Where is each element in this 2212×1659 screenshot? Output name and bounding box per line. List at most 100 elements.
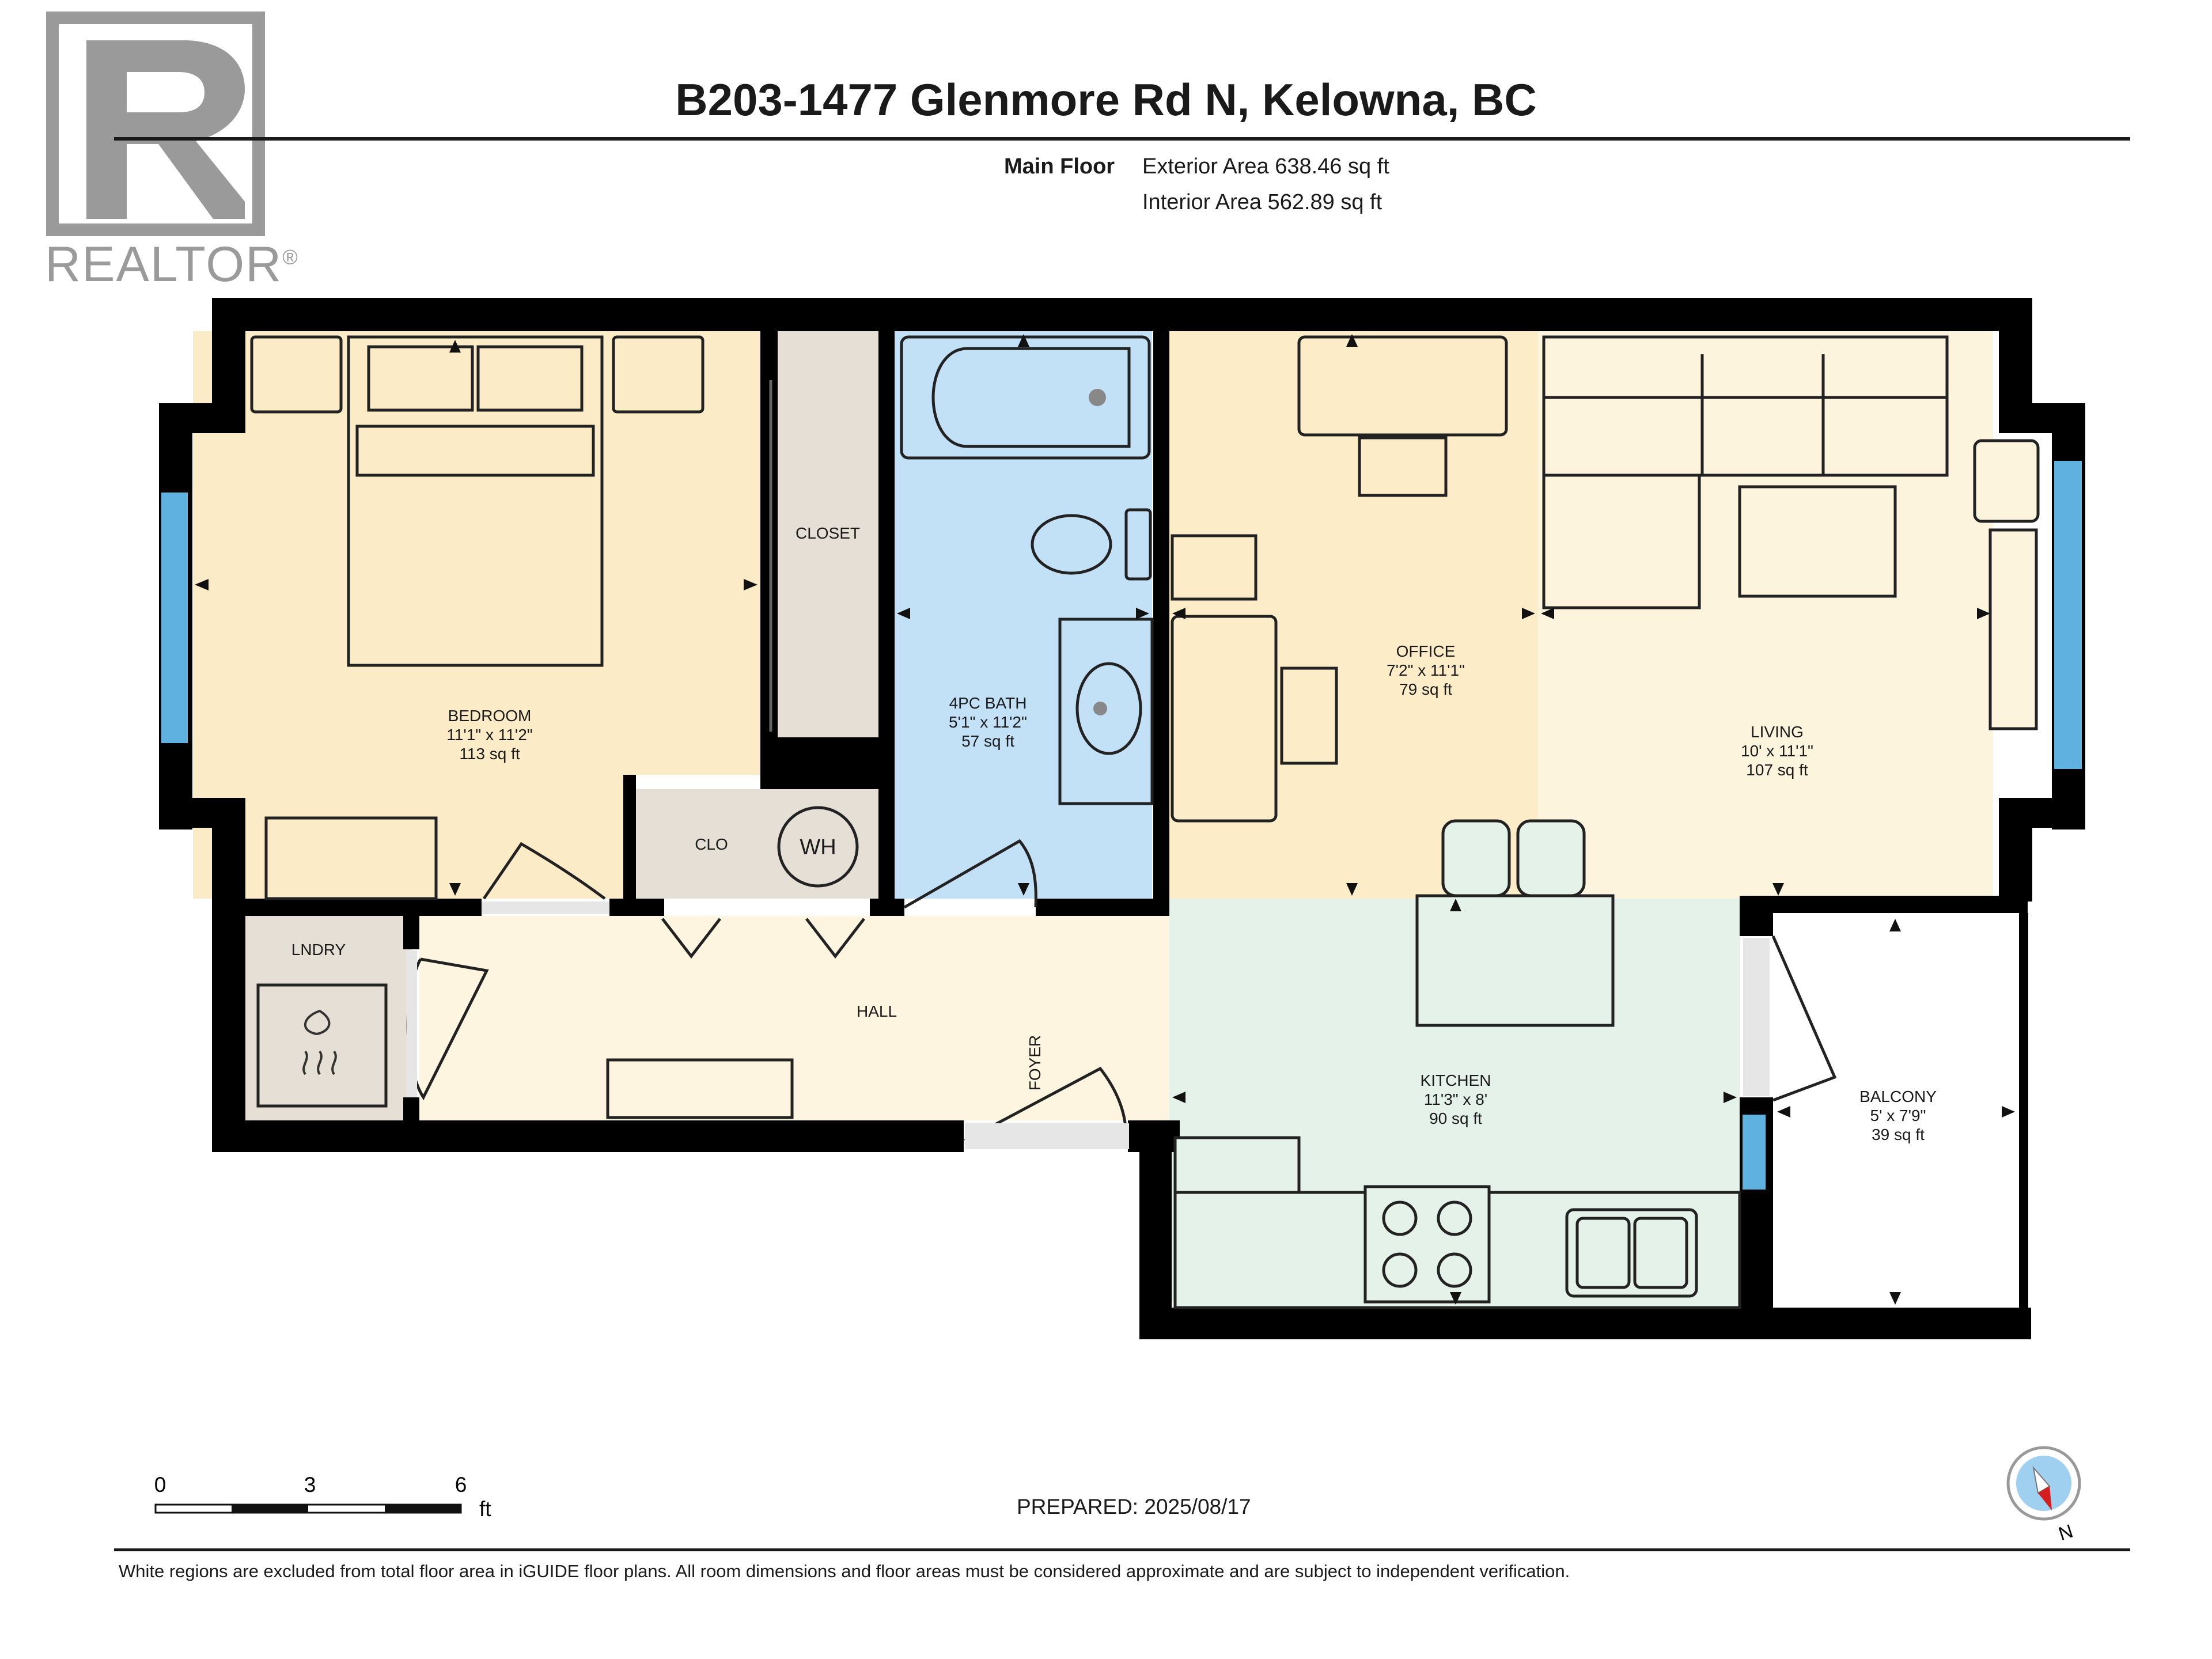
scale-unit: ft [479, 1497, 491, 1521]
balcony-fill [1771, 916, 2025, 1308]
tub-basin [931, 347, 1131, 448]
water-heater-label: WH [800, 835, 836, 859]
hall-fill [419, 916, 1169, 1120]
desk-chair-top [1358, 436, 1448, 497]
side-table [1973, 439, 2040, 523]
balcony-dims: 5' x 7'9" [1870, 1107, 1926, 1124]
wall-left-lower [212, 798, 245, 1150]
prepared-date: PREPARED: 2025/08/17 [1017, 1495, 1251, 1518]
sink [1075, 662, 1142, 755]
desk-left [1171, 615, 1278, 823]
wall-balcony-right [2019, 913, 2028, 1310]
sink-drain [1093, 702, 1107, 715]
wall-clo-bottom [870, 899, 904, 916]
laundry-icon [302, 1009, 337, 1075]
page-title: B203-1477 Glenmore Rd N, Kelowna, BC [675, 74, 1537, 125]
wall-clo-left [623, 775, 636, 907]
clo-door [661, 918, 865, 959]
armchair [1542, 474, 1701, 609]
wall-closet-bath [878, 331, 895, 907]
compass-label: N [2056, 1520, 2075, 1545]
dimension-arrows [195, 334, 2015, 1305]
dresser [264, 816, 438, 900]
bedroom-dims: 11'1" x 11'2" [446, 726, 532, 744]
window-living [2054, 461, 2082, 769]
stove [1363, 1185, 1491, 1304]
office-dims: 7'2" x 11'1" [1387, 661, 1465, 679]
living-area: 107 sq ft [1746, 761, 1808, 779]
interior-area: Interior Area 562.89 sq ft [1142, 190, 1382, 214]
exterior-area: Exterior Area 638.46 sq ft [1142, 154, 1389, 179]
wall-bottom-left [212, 1120, 964, 1152]
water-heater [777, 806, 859, 888]
kitchen-island [1415, 894, 1615, 1027]
toilet-tank [1124, 508, 1152, 581]
pillow-left [367, 345, 474, 412]
wall-bath-bottom [1036, 899, 1169, 916]
wall-living-balcony [1740, 896, 2028, 913]
nightstand-left [250, 335, 343, 414]
closet-fill [778, 331, 878, 737]
scale-tick-6: 6 [455, 1473, 467, 1497]
tub-drain [1089, 389, 1106, 406]
office-name: OFFICE [1396, 642, 1456, 660]
balcony-area: 39 sq ft [1872, 1126, 1925, 1143]
living-name: LIVING [1751, 723, 1804, 741]
coffee-table [1738, 485, 1897, 598]
window-bedroom [161, 493, 188, 743]
scale-tick-0: 0 [154, 1473, 166, 1497]
desk-top [1297, 335, 1508, 437]
balcony-name: BALCONY [1859, 1088, 1937, 1105]
kitchen-sink [1565, 1208, 1698, 1298]
wall-laundry-right2 [403, 1097, 419, 1123]
kitchen-dims: 11'3" x 8' [1424, 1090, 1487, 1108]
wall-kitchen-left [1139, 1120, 1172, 1339]
foyer-name: FOYER [1026, 1035, 1044, 1090]
realtor-logo [46, 12, 265, 288]
balcony-door [1771, 935, 1837, 1102]
realtor-wordmark: REALTOR® [45, 237, 299, 292]
pillow-right [476, 345, 584, 412]
bed-fold [355, 425, 595, 477]
wall-bath-office [1153, 331, 1169, 907]
nightstand-right [612, 335, 704, 414]
wall-bedroom-closet [760, 331, 778, 778]
wall-top [212, 298, 2032, 331]
scale-bar: 0 3 6 ft [154, 1473, 492, 1521]
sofa [1542, 335, 1949, 477]
bedroom-name: BEDROOM [448, 707, 532, 725]
wall-right-upper [1999, 298, 2032, 407]
scale-tick-3: 3 [304, 1473, 316, 1497]
wall-right-lower [1999, 798, 2032, 902]
office-shelf [1171, 534, 1257, 601]
wall-left-upper [212, 298, 245, 407]
bedroom-door [482, 842, 606, 900]
bath-area: 57 sq ft [961, 732, 1014, 750]
bath-dims: 5'1" x 11'2" [949, 713, 1027, 731]
disclaimer: White regions are excluded from total fl… [119, 1561, 1570, 1581]
bar-stool-1 [1441, 819, 1511, 897]
clo-name: CLO [695, 835, 728, 853]
kitchen-area: 90 sq ft [1429, 1109, 1482, 1127]
compass-icon: N [2006, 1446, 2081, 1545]
wall-bottom-right [1139, 1308, 2031, 1339]
floor-label: Main Floor [1004, 154, 1115, 179]
footer-rule [114, 1548, 2130, 1551]
window-kitchen [1743, 1115, 1766, 1190]
wall-closet-bottom [760, 737, 893, 789]
wall-bedroom-bottom [245, 899, 482, 916]
kitchen-name: KITCHEN [1421, 1071, 1491, 1089]
washer-dryer [256, 983, 388, 1108]
bath-door [903, 839, 1037, 909]
tv-console [1988, 528, 2038, 730]
wall-balcony-left [1740, 896, 1773, 936]
office-area: 79 sq ft [1399, 680, 1452, 698]
bar-stool-2 [1516, 819, 1586, 897]
closet-name: CLOSET [796, 524, 860, 542]
hall-bench [606, 1058, 794, 1119]
desk-chair-left [1280, 666, 1338, 765]
bath-name: 4PC BATH [949, 694, 1027, 712]
living-dims: 10' x 11'1" [1741, 742, 1813, 760]
bedroom-area: 113 sq ft [459, 745, 520, 763]
